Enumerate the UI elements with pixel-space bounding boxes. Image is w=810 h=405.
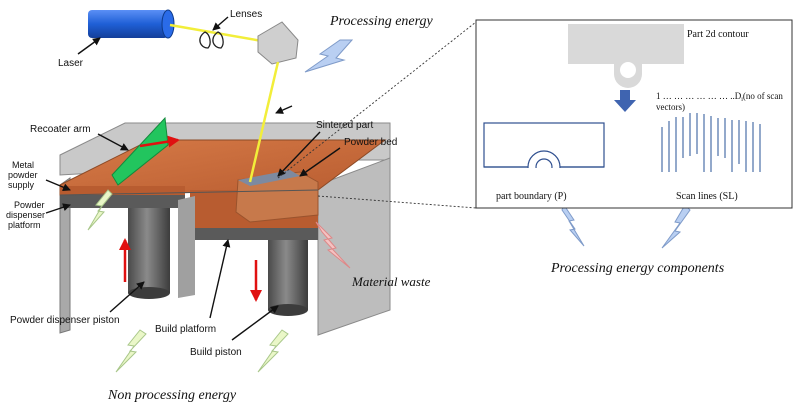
part-boundary-bolt bbox=[561, 203, 585, 247]
machine-front-edge bbox=[59, 189, 319, 196]
label-powder-dispenser-piston: Powder dispenser piston bbox=[10, 315, 120, 326]
non-processing-bolt-bottom-left bbox=[115, 329, 147, 373]
leader-dispenser-platform bbox=[45, 203, 71, 214]
build-platform-slab bbox=[190, 228, 318, 240]
machine-left-wall bbox=[59, 177, 71, 334]
label-metal-powder-supply: Metal powder supply bbox=[8, 160, 40, 190]
laser-aperture bbox=[161, 9, 175, 39]
material-waste-bolt bbox=[315, 221, 351, 269]
dispenser-piston-base bbox=[128, 287, 170, 299]
label-processing-energy-components: Processing energy components bbox=[550, 261, 725, 276]
leader-lenses bbox=[212, 16, 229, 31]
powder-dispenser-platform bbox=[60, 195, 185, 208]
label-sintered-part: Sintered part bbox=[316, 120, 373, 131]
label-powder-bed: Powder bed bbox=[344, 137, 397, 148]
laser-body bbox=[88, 10, 168, 38]
leader-build-piston bbox=[231, 305, 279, 341]
label-recoater-arm: Recoater arm bbox=[30, 124, 91, 135]
laser-optics bbox=[88, 9, 299, 183]
slm-machine bbox=[59, 116, 391, 336]
leader-sintered-part bbox=[277, 131, 321, 177]
part-boundary-mask bbox=[526, 168, 562, 184]
scan-lines-bolt bbox=[661, 204, 691, 249]
machine-right-wall bbox=[317, 157, 391, 336]
leader-recoater bbox=[97, 133, 129, 151]
detail-panel bbox=[475, 19, 793, 209]
non-processing-bolt-bottom-right bbox=[257, 329, 289, 373]
build-piston-base bbox=[268, 304, 308, 316]
label-scan-index-line2: vectors) bbox=[656, 102, 685, 112]
non-processing-bolt-left bbox=[87, 189, 113, 231]
label-processing-energy: Processing energy bbox=[329, 14, 434, 29]
leader-laser bbox=[77, 37, 101, 55]
leader-build-platform bbox=[209, 239, 231, 319]
laser-beam-vertical bbox=[248, 61, 280, 183]
leader-beam bbox=[275, 105, 293, 114]
label-scan-index: 1 … … … … … … ..Di(no of scan bbox=[656, 91, 783, 103]
leader-lines bbox=[45, 16, 341, 341]
powder-dispenser-piston-shape bbox=[128, 208, 170, 293]
lens-1 bbox=[199, 31, 211, 49]
label-powder-dispenser-platform: Powder dispenser platform bbox=[6, 200, 48, 230]
label-part-boundary: part boundary (P) bbox=[496, 191, 567, 202]
label-build-piston: Build piston bbox=[190, 347, 242, 358]
label-scan-lines: Scan lines (SL) bbox=[676, 191, 738, 202]
lens-2 bbox=[212, 31, 224, 49]
label-material-waste: Material waste bbox=[351, 274, 431, 289]
label-part-2d-contour: Part 2d contour bbox=[687, 29, 749, 40]
leader-dispenser-piston bbox=[109, 281, 145, 313]
energy-bolts bbox=[87, 39, 691, 373]
label-build-platform: Build platform bbox=[155, 324, 216, 335]
part-2d-contour-shape bbox=[568, 24, 684, 88]
leader-powder-bed bbox=[299, 147, 341, 177]
label-non-processing-energy: Non processing energy bbox=[107, 388, 237, 403]
scan-lines-group bbox=[661, 113, 761, 172]
labels: Laser Lenses Processing energy Recoater … bbox=[6, 9, 783, 403]
leader-metal-supply bbox=[45, 179, 71, 191]
projection-line-bottom bbox=[317, 195, 477, 209]
contour-to-boundary-arrow bbox=[614, 90, 636, 112]
processing-energy-bolt bbox=[304, 39, 354, 73]
recoater-direction-arrow bbox=[139, 135, 180, 148]
machine-center-divider bbox=[178, 196, 195, 298]
label-laser: Laser bbox=[58, 58, 84, 69]
scanning-mirror bbox=[257, 21, 299, 65]
build-piston-shape bbox=[268, 240, 308, 310]
part-2d-contour-hole bbox=[620, 62, 636, 78]
label-lenses: Lenses bbox=[230, 9, 262, 20]
